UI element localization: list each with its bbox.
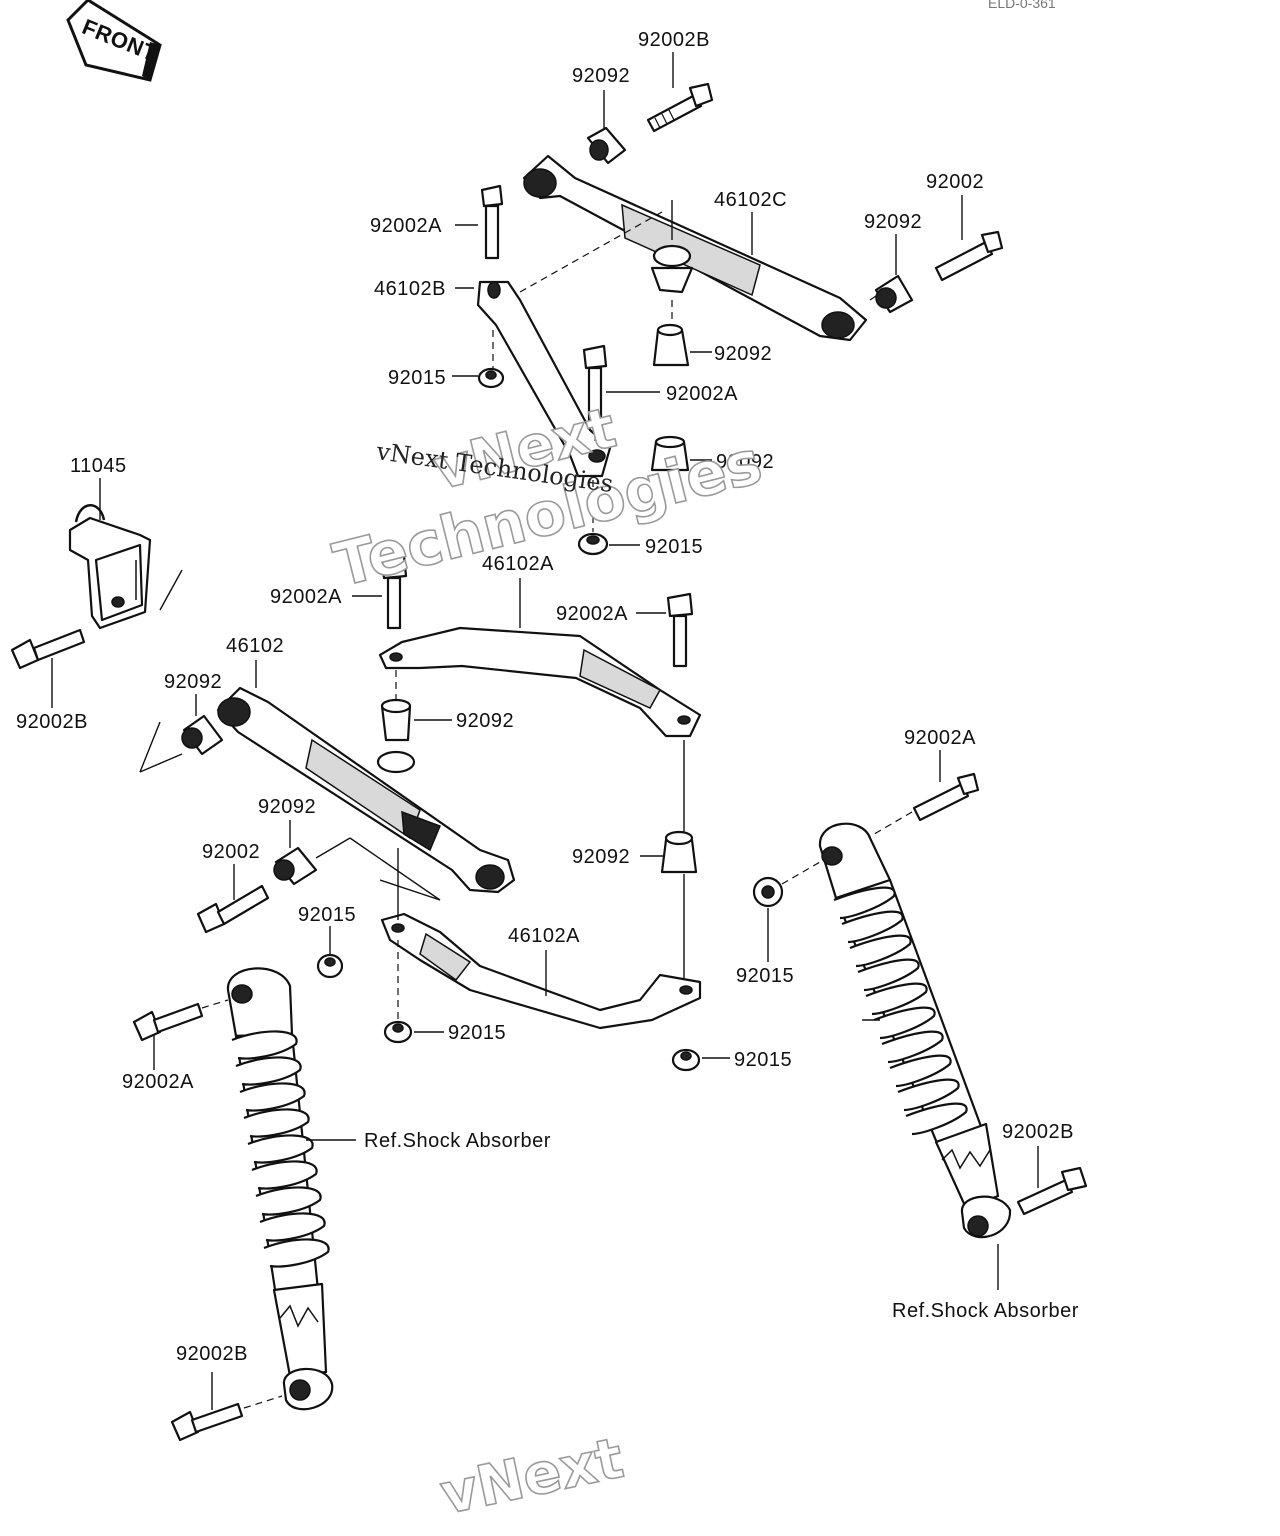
bushing-92092-center[interactable] xyxy=(652,323,690,367)
label-ref-shock-left: Ref.Shock Absorber xyxy=(364,1130,551,1152)
watermark-bottom: vNext xyxy=(435,1426,629,1528)
bolt-92002-lowerleft[interactable] xyxy=(196,884,270,934)
label-92002-lowerleft: 92002 xyxy=(202,841,260,863)
bolt-92002B-top[interactable] xyxy=(646,82,714,133)
bolt-92002A-leftmid[interactable] xyxy=(380,554,408,630)
label-92002-right: 92002 xyxy=(926,171,984,193)
label-46102B: 46102B xyxy=(374,278,446,300)
label-92015-rightshock: 92015 xyxy=(736,965,794,987)
label-92015-bottomright: 92015 xyxy=(734,1049,792,1071)
shock-absorber-left[interactable] xyxy=(226,967,334,1411)
label-92002A-leftshock: 92002A xyxy=(122,1071,194,1093)
label-92015-lowerleft: 92015 xyxy=(298,904,356,926)
label-46102A-lower: 46102A xyxy=(508,925,580,947)
bolt-92002A-upper[interactable] xyxy=(480,184,504,260)
bolt-92002A-center[interactable] xyxy=(582,344,608,422)
label-46102: 46102 xyxy=(226,635,284,657)
crossmember-46102[interactable] xyxy=(216,686,516,894)
bolt-92002B-rightshock[interactable] xyxy=(1016,1166,1088,1216)
label-92092-rightlower: 92092 xyxy=(572,846,630,868)
shock-absorber-right[interactable] xyxy=(818,822,1012,1239)
label-92092-top: 92092 xyxy=(572,65,630,87)
label-92092-right: 92092 xyxy=(864,211,922,233)
bracket-11045[interactable] xyxy=(68,504,152,630)
bolt-92002A-rightmid[interactable] xyxy=(666,592,694,668)
label-92092-center: 92092 xyxy=(714,343,772,365)
bushing-92092-below46102A[interactable] xyxy=(380,698,412,742)
label-92092-left: 92092 xyxy=(164,671,222,693)
bracket-46102A-lower[interactable] xyxy=(380,912,702,1030)
label-92002A-rightshock: 92002A xyxy=(904,727,976,749)
bolt-92002A-leftshock[interactable] xyxy=(132,1002,204,1042)
bushing-92092-right[interactable] xyxy=(874,274,914,314)
label-92002A-rightmid: 92002A xyxy=(556,603,628,625)
bracket-46102A-upper[interactable] xyxy=(378,626,702,738)
corner-code-watermark: ELD-0-361 xyxy=(988,0,1056,11)
label-46102C: 46102C xyxy=(714,189,787,211)
nut-92015-left[interactable] xyxy=(477,367,505,389)
bushing-92092-top[interactable] xyxy=(586,126,627,165)
nut-92015-rightshock[interactable] xyxy=(752,876,784,908)
crossmember-46102C[interactable] xyxy=(522,154,868,342)
nut-92015-mid[interactable] xyxy=(577,532,609,556)
bushing-92092-lowerleft[interactable] xyxy=(273,846,318,886)
label-11045: 11045 xyxy=(70,455,127,477)
spring-coils-left xyxy=(231,1030,330,1268)
bolt-92002A-rightshock[interactable] xyxy=(912,772,980,822)
nut-92015-lowerleft[interactable] xyxy=(316,953,344,979)
bushing-92092-mid[interactable] xyxy=(650,435,690,472)
label-ref-shock-right: Ref.Shock Absorber xyxy=(892,1300,1079,1322)
label-92015-mid: 92015 xyxy=(645,536,703,558)
label-92015-left: 92015 xyxy=(388,367,446,389)
spring-coils-right xyxy=(833,886,968,1136)
bushing-92092-rightlower[interactable] xyxy=(660,830,698,874)
label-92002A-upper: 92002A xyxy=(370,215,442,237)
nut-92015-bottomcenter[interactable] xyxy=(383,1020,413,1044)
label-92015-bottomcenter: 92015 xyxy=(448,1022,506,1044)
label-92002B-left: 92002B xyxy=(16,711,88,733)
label-92092-lowerleft: 92092 xyxy=(258,796,316,818)
label-92002B-leftshock: 92002B xyxy=(176,1343,248,1365)
label-92002A-center: 92002A xyxy=(666,383,738,405)
label-92002B-top: 92002B xyxy=(638,29,710,51)
front-arrow-icon: FRONT xyxy=(66,0,162,82)
nut-92015-bottomright[interactable] xyxy=(671,1048,701,1072)
label-92002B-rightshock: 92002B xyxy=(1002,1121,1074,1143)
link-46102B[interactable] xyxy=(476,280,612,478)
bolt-92002B-leftshock[interactable] xyxy=(170,1402,244,1442)
label-92092-below46102A: 92092 xyxy=(456,710,514,732)
label-92092-mid: 92092 xyxy=(716,451,774,473)
label-46102A-upper: 46102A xyxy=(482,553,554,575)
bolt-92002B-left[interactable] xyxy=(10,628,86,670)
bushing-92092-left[interactable] xyxy=(181,714,224,756)
label-92002A-leftmid: 92002A xyxy=(270,586,342,608)
bolt-92002-right[interactable] xyxy=(934,230,1004,282)
